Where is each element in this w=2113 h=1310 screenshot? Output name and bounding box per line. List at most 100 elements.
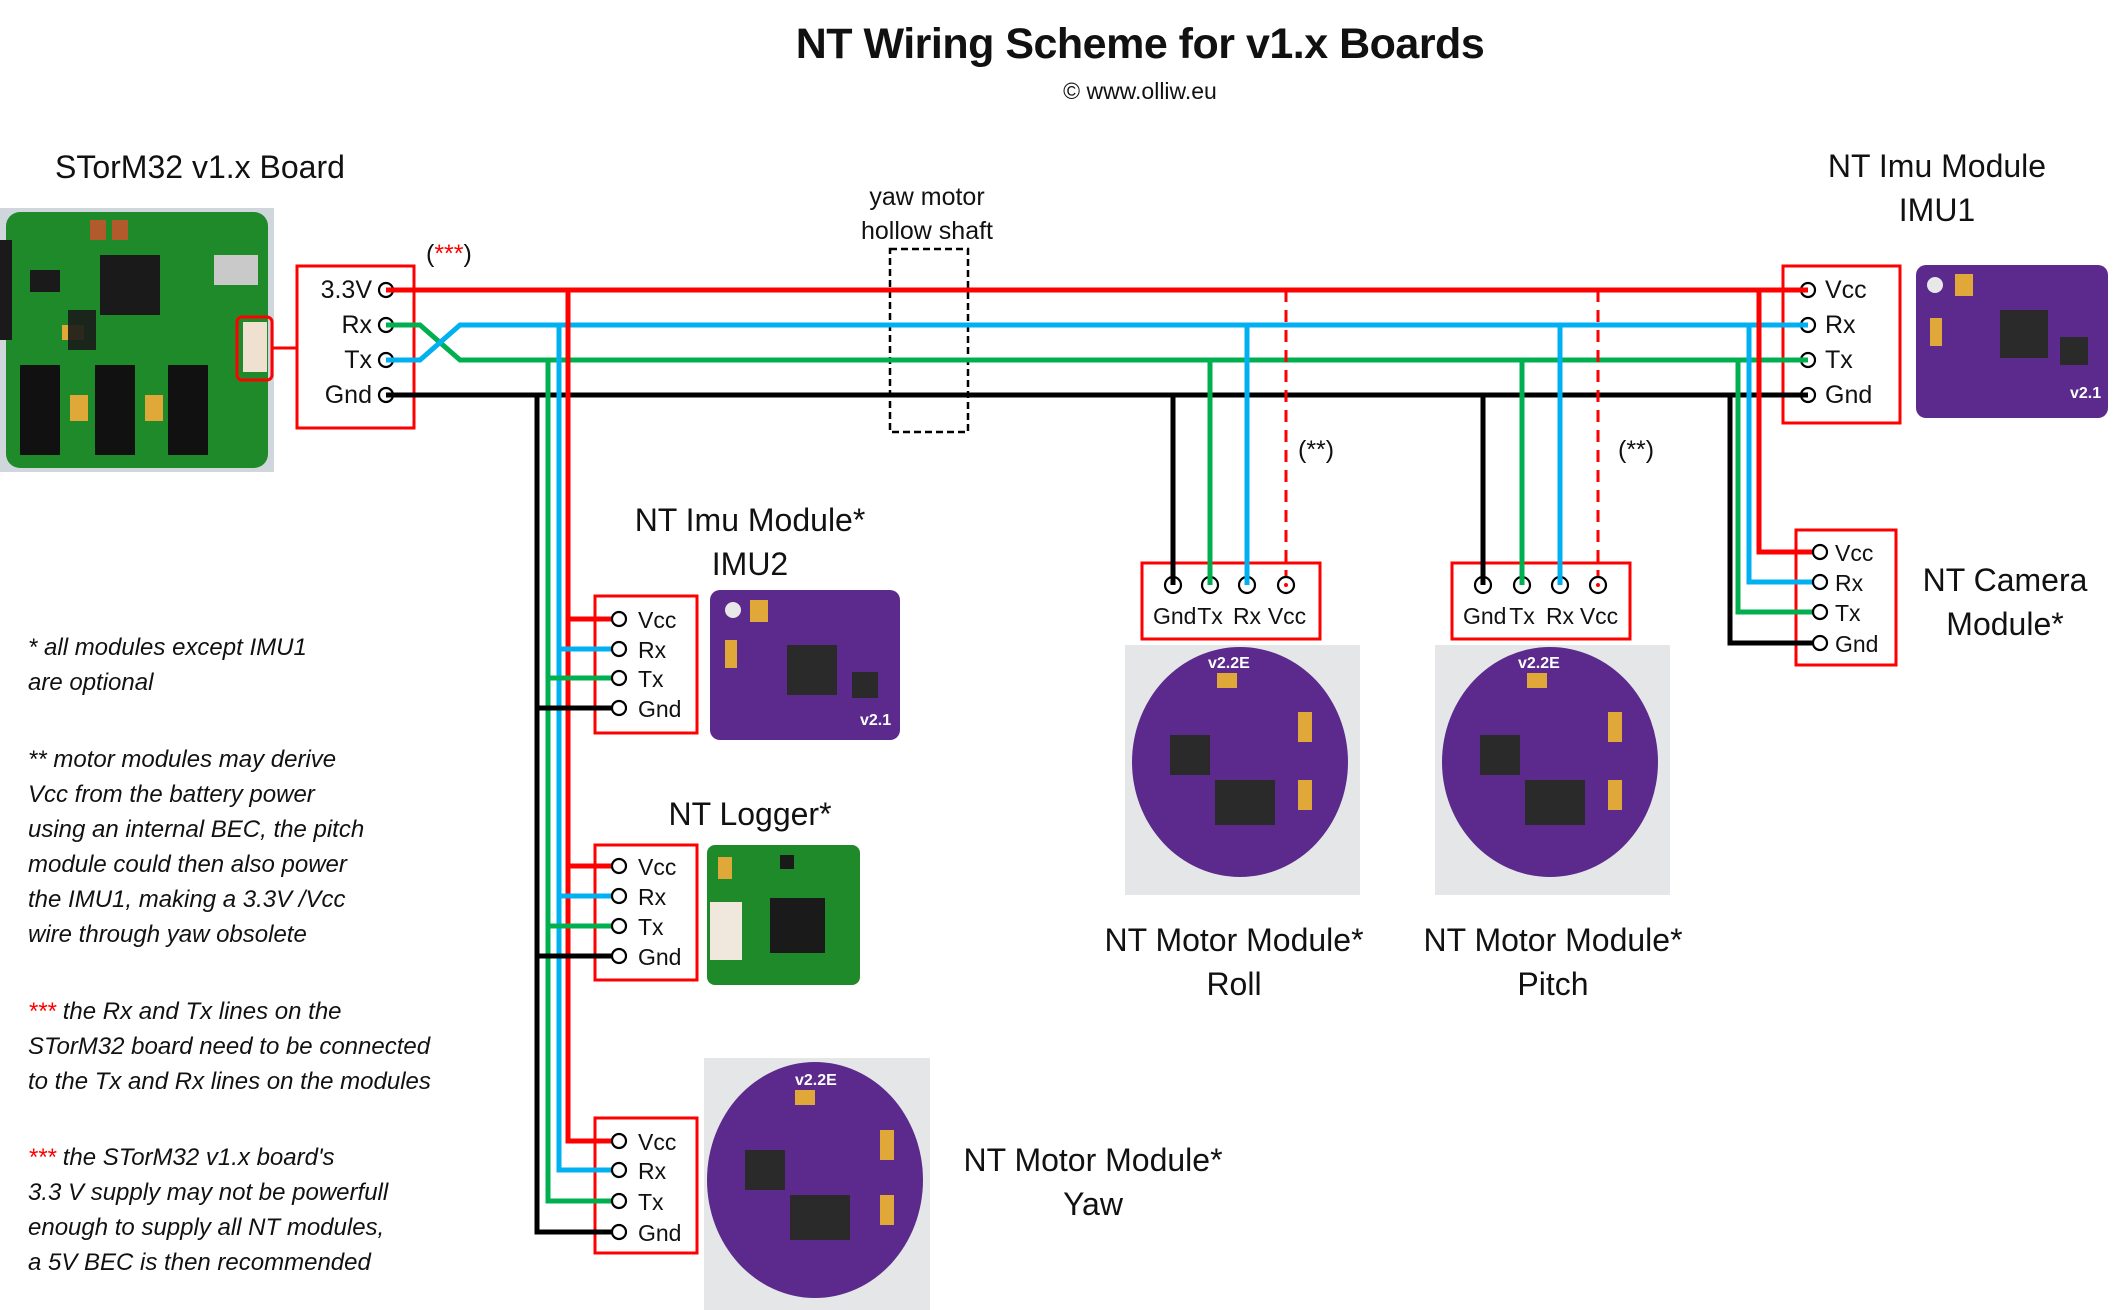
camera-gnd-wire — [1727, 395, 1820, 646]
imu2-pin-label-gnd: Gnd — [638, 696, 682, 722]
yaw-shaft-line1: yaw motor — [869, 183, 985, 211]
motor-roll-photo: v2.2E — [1125, 645, 1360, 895]
yaw-pin-gnd — [610, 1223, 628, 1241]
motor-yaw-photo-label: v2.2E — [795, 1072, 837, 1089]
storm32-board-photo — [0, 208, 297, 472]
imu1-pin-label-gnd: Gnd — [1825, 381, 1873, 409]
motor-yaw-photo: v2.2E — [704, 1058, 930, 1310]
note-line: 3.3 V supply may not be powerfull — [28, 1179, 389, 1206]
motor-pitch-label: NT Motor Module* Pitch — [1393, 918, 1713, 1006]
note-line: *** the Rx and Tx lines on the — [28, 994, 431, 1029]
pitch-pin-label-gnd: Gnd — [1463, 603, 1507, 629]
camera-label: NT Camera Module* — [1885, 558, 2113, 646]
note-marker: *** — [28, 998, 57, 1025]
imu2-label-line1: NT Imu Module* — [634, 502, 866, 538]
imu2-pin-label-tx: Tx — [638, 666, 664, 692]
yaw-pin-tx — [610, 1192, 628, 1210]
left-gnd-drop — [534, 395, 619, 1235]
storm32-pin-label-3v3: 3.3V — [320, 276, 372, 304]
storm32-pin-label-tx: Tx — [344, 346, 372, 374]
note-line: STorM32 board need to be connected — [28, 1033, 431, 1060]
note-motor-vcc: ** motor modules may derive Vcc from the… — [28, 742, 364, 952]
camera-label-line1: NT Camera — [1922, 562, 2088, 598]
yaw-pin-label-rx: Rx — [638, 1158, 667, 1184]
camera-connector-box — [1794, 528, 1898, 667]
logger-pin-label-gnd: Gnd — [638, 944, 682, 970]
note-line: ** motor modules may derive — [28, 746, 337, 773]
roll-pin-label-rx: Rx — [1232, 603, 1262, 629]
logger-pin-label-vcc: Vcc — [638, 854, 677, 880]
storm32-connector-box — [295, 264, 416, 430]
motor-roll-label: NT Motor Module* Roll — [1074, 918, 1394, 1006]
logger-pin-rx — [610, 887, 628, 905]
note-supply: *** the STorM32 v1.x board's 3.3 V suppl… — [28, 1140, 388, 1280]
logger-pin-tx — [610, 917, 628, 935]
imu1-pin-label-vcc: Vcc — [1825, 276, 1867, 304]
imu2-label-line2: IMU2 — [711, 546, 789, 582]
note-rx-tx: *** the Rx and Tx lines on the STorM32 b… — [28, 994, 431, 1099]
motor-pitch-photo: v2.2E — [1435, 645, 1670, 895]
yaw-connector-box — [593, 1116, 699, 1255]
imu1-pin-label-rx: Rx — [1825, 311, 1856, 339]
note-marker: *** — [28, 1144, 57, 1171]
note-line: the IMU1, making a 3.3V /Vcc — [28, 886, 346, 913]
camera-tx-wire — [1735, 360, 1820, 615]
camera-pin-label-vcc: Vcc — [1835, 540, 1874, 566]
imu2-pin-tx — [610, 669, 628, 687]
note-line: enough to supply all NT modules, — [28, 1214, 385, 1241]
note-marker-stars: *** — [434, 240, 464, 268]
left-vcc-drop — [565, 290, 619, 1144]
imu2-pin-vcc — [610, 610, 628, 628]
roll-connector-box — [1140, 561, 1322, 641]
logger-pin-label-rx: Rx — [638, 884, 667, 910]
imu2-connector-box — [593, 594, 699, 735]
imu2-label: NT Imu Module* IMU2 — [600, 498, 900, 586]
camera-pin-rx — [1811, 573, 1829, 591]
imu2-pin-label-vcc: Vcc — [638, 607, 677, 633]
yaw-pin-vcc — [610, 1132, 628, 1150]
bus-rx-line — [386, 322, 1808, 363]
camera-vcc-wire — [1756, 290, 1820, 555]
storm32-note-marker: (***) — [426, 240, 472, 269]
imu1-connector-box — [1781, 264, 1902, 425]
motor-yaw-label: NT Motor Module* Yaw — [933, 1138, 1253, 1226]
imu2-photo-label: v2.1 — [860, 712, 891, 729]
pitch-pin-label-vcc: Vcc — [1579, 603, 1619, 629]
logger-pin-vcc — [610, 857, 628, 875]
camera-rx-wire — [1746, 325, 1820, 585]
motor-roll-label-line2: Roll — [1206, 966, 1262, 1002]
logger-label: NT Logger* — [668, 796, 832, 832]
imu1-photo: v2.1 — [1916, 265, 2108, 418]
imu2-pin-gnd — [610, 699, 628, 717]
camera-pin-gnd — [1811, 634, 1829, 652]
note-line: * all modules except IMU1 — [28, 634, 307, 661]
motor-roll-photo-label: v2.2E — [1208, 655, 1250, 672]
note-line: to the Tx and Rx lines on the modules — [28, 1068, 431, 1095]
left-rx-drop — [556, 325, 619, 1173]
camera-pin-tx — [1811, 603, 1829, 621]
storm32-pin-label-gnd: Gnd — [324, 381, 372, 409]
note-text: the Rx and Tx lines on the — [56, 998, 342, 1025]
roll-pin-label-gnd: Gnd — [1153, 603, 1197, 629]
storm32-board-label: STorM32 v1.x Board — [55, 149, 345, 185]
left-tx-drop — [545, 360, 619, 1204]
yaw-shaft-line2: hollow shaft — [860, 217, 994, 245]
imu2-photo: v2.1 — [710, 590, 900, 740]
page-title: NT Wiring Scheme for v1.x Boards — [795, 20, 1485, 68]
yaw-pin-rx — [610, 1161, 628, 1179]
camera-pin-vcc — [1811, 543, 1829, 561]
note-marker-close: ) — [463, 240, 472, 268]
camera-pin-label-gnd: Gnd — [1835, 631, 1879, 657]
pitch-vcc-note: (**) — [1618, 436, 1655, 464]
note-marker-open: ( — [426, 240, 435, 268]
imu1-pin-label-tx: Tx — [1825, 346, 1853, 374]
imu1-label-line1: NT Imu Module — [1827, 148, 2047, 184]
logger-pin-gnd — [610, 947, 628, 965]
imu2-pin-label-rx: Rx — [638, 637, 667, 663]
logger-photo — [707, 845, 860, 985]
motor-pitch-label-line1: NT Motor Module* — [1423, 922, 1683, 958]
motor-yaw-label-line1: NT Motor Module* — [963, 1142, 1223, 1178]
note-line: wire through yaw obsolete — [28, 921, 307, 948]
roll-pin-label-tx: Tx — [1197, 603, 1223, 629]
